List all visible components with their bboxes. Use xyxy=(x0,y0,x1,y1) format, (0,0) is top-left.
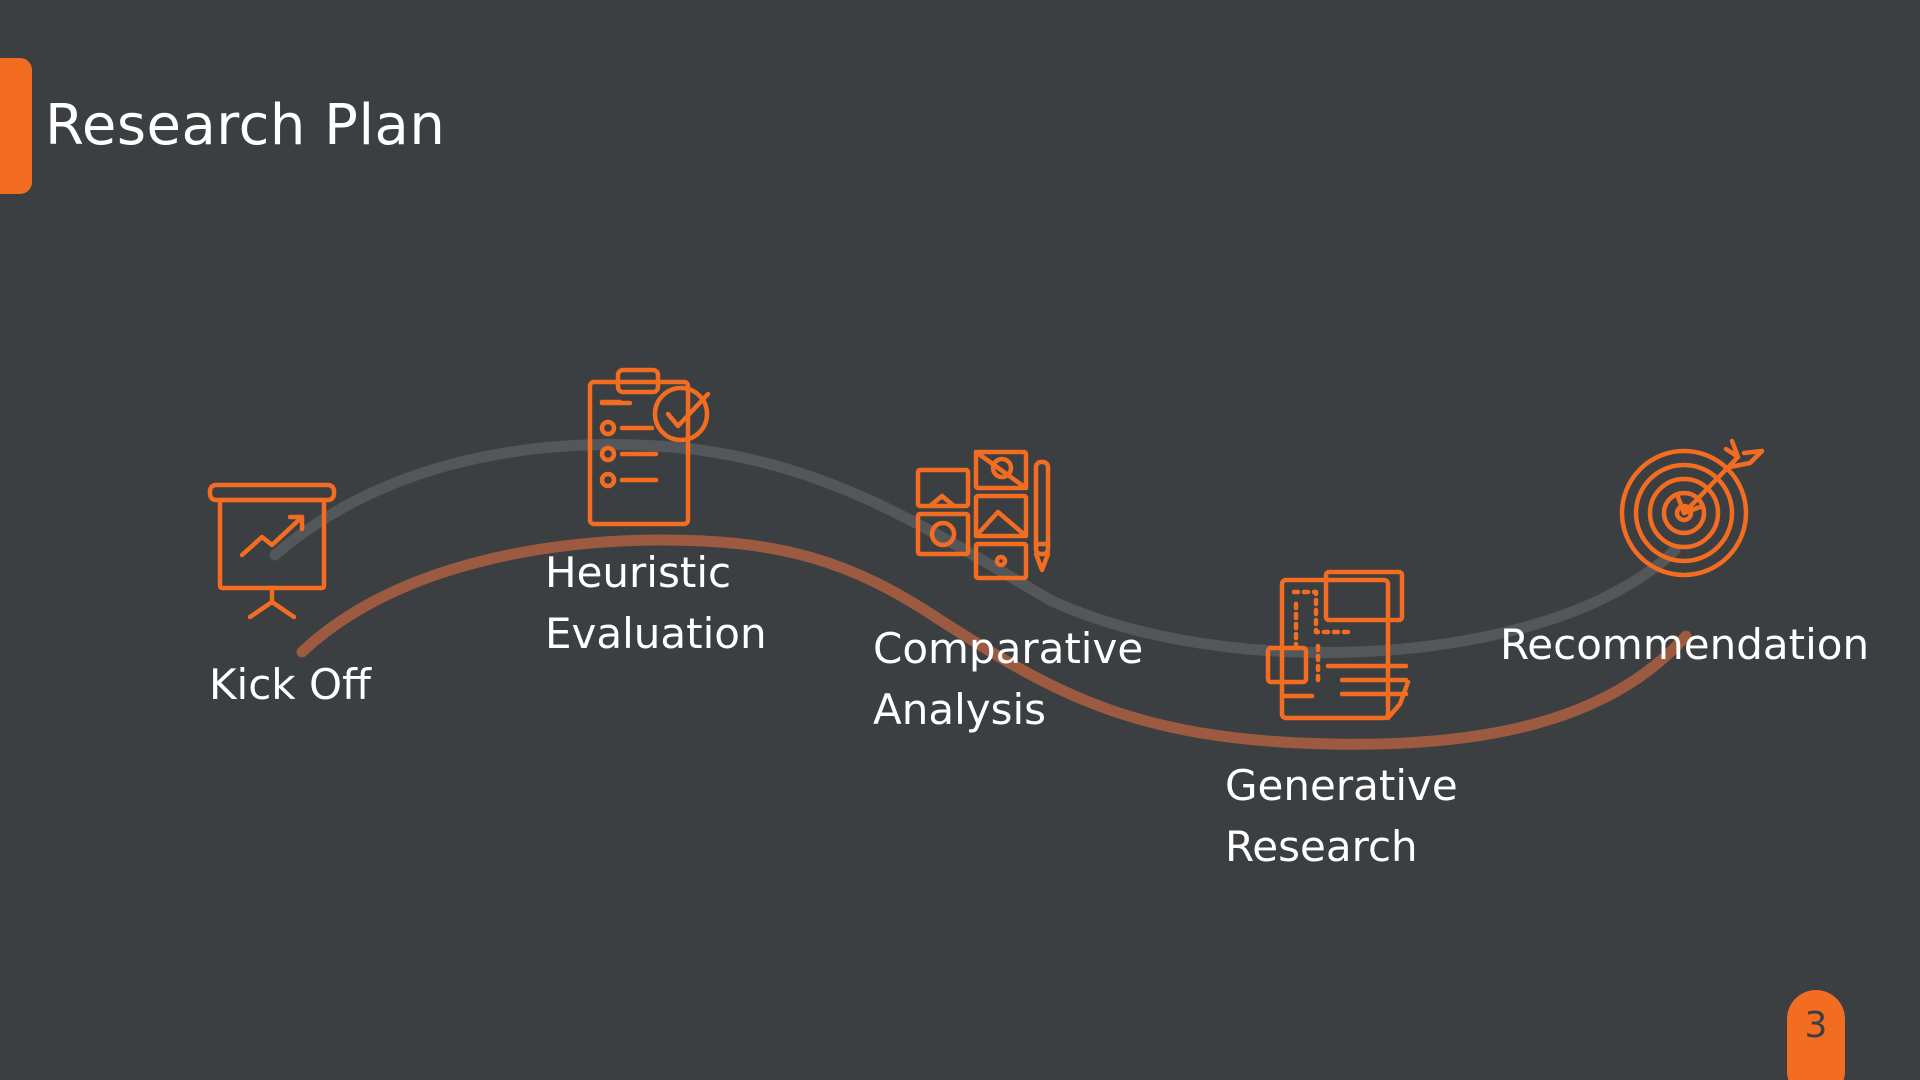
timeline-path-front xyxy=(296,534,1692,750)
step-label-kick-off: Kick Off xyxy=(209,660,371,709)
clipboard-checklist-icon xyxy=(587,367,711,527)
wireframe-documents-icon xyxy=(1265,569,1411,721)
step-label-heuristic-evaluation: Heuristic Evaluation xyxy=(545,548,767,658)
step-label-generative-research: Generative Research xyxy=(1225,761,1458,871)
page-number-badge: 3 xyxy=(1787,990,1845,1080)
page-number: 3 xyxy=(1804,1005,1828,1046)
step-label-recommendation: Recommendation xyxy=(1500,620,1870,669)
title-accent-tab xyxy=(0,58,32,194)
image-gallery-pencil-icon xyxy=(915,449,1051,581)
step-label-comparative-analysis: Comparative Analysis xyxy=(873,624,1144,734)
target-arrow-icon xyxy=(1619,438,1765,578)
timeline-path-back xyxy=(269,439,1681,658)
presentation-board-icon xyxy=(207,482,337,620)
slide-title: Research Plan xyxy=(45,93,446,158)
